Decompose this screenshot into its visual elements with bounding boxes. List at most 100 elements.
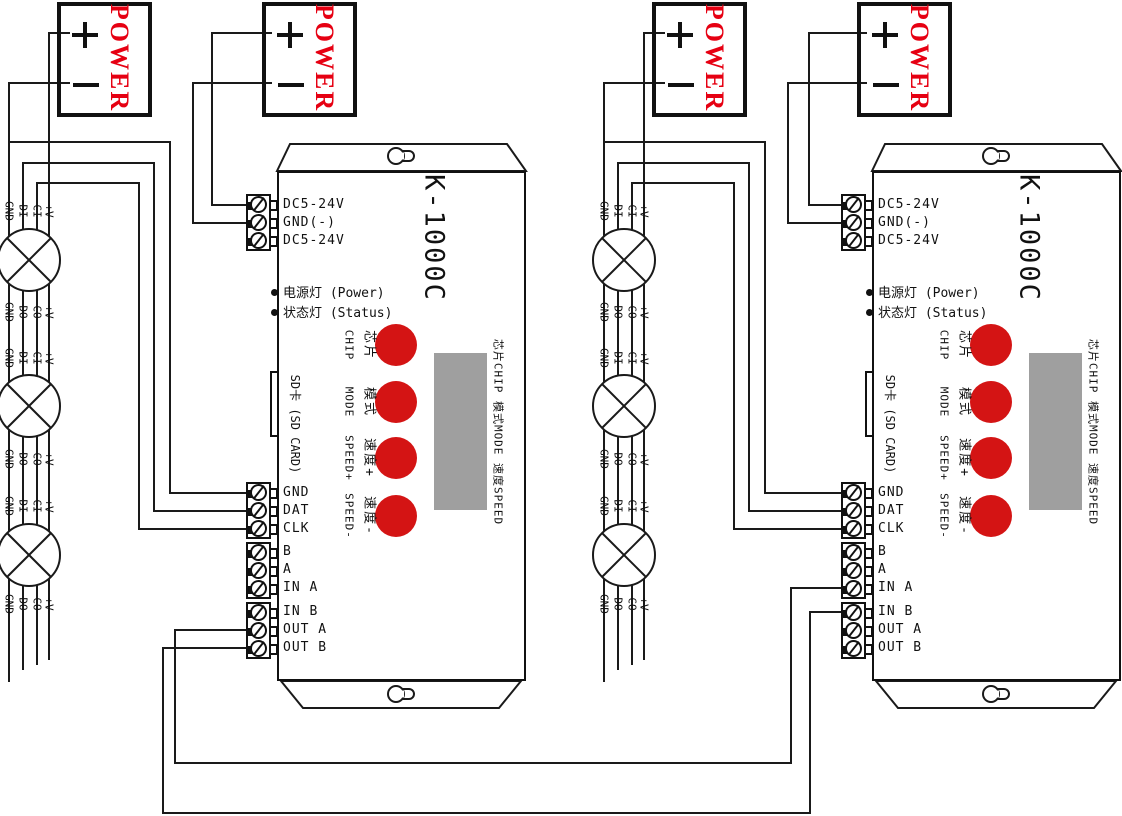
terminal-tab xyxy=(864,626,873,637)
terminal-label: OUT A xyxy=(283,622,328,637)
button-label-en: SPEED+ xyxy=(937,435,951,481)
plus-terminal-icon xyxy=(288,22,292,48)
indicator-label: 状态灯 (Status) xyxy=(283,306,393,321)
status-led-icon xyxy=(271,309,278,316)
terminal-label: IN A xyxy=(878,580,914,595)
wire-ctrl1-outa-to-ctrl2-ina xyxy=(174,587,841,764)
wire-label: CI xyxy=(30,351,44,365)
terminal-tab xyxy=(864,488,873,499)
button-label-cn: 芯片 xyxy=(361,329,377,361)
terminal-label: OUT A xyxy=(878,622,923,637)
screw-terminal-icon xyxy=(845,196,862,213)
terminal-tab xyxy=(269,524,278,535)
screw-terminal-icon xyxy=(250,622,267,639)
wire-label: GND xyxy=(597,496,611,516)
power-supply-3 xyxy=(652,2,747,117)
lcd-display xyxy=(1029,353,1082,510)
wire-label: +V xyxy=(637,452,651,466)
screw-terminal-icon xyxy=(845,214,862,231)
wire-label: CO xyxy=(625,305,639,319)
wire-clamp xyxy=(842,490,847,498)
screw-terminal-icon xyxy=(250,520,267,537)
terminal-label: GND(-) xyxy=(878,215,931,230)
minus-terminal-icon xyxy=(278,83,304,87)
wire-label: CI xyxy=(625,499,639,513)
button-label-cn: 速度+ xyxy=(956,438,972,478)
terminal-label: DAT xyxy=(878,503,905,518)
wire-psu1-minus-to-gnd xyxy=(8,82,70,682)
screw-terminal-icon xyxy=(250,562,267,579)
wire-label: DO xyxy=(611,597,625,611)
wire-label: +V xyxy=(637,204,651,218)
button-label-en: SPEED- xyxy=(342,493,356,539)
wire-ci-to-ctrl1-clk xyxy=(36,182,246,665)
button-label-cn: 模式 xyxy=(956,386,972,418)
screw-terminal-icon xyxy=(845,502,862,519)
terminal-label: IN B xyxy=(283,604,319,619)
power-supply-label: POWER xyxy=(105,3,134,113)
terminal-tab xyxy=(269,218,278,229)
bus-terminal-block xyxy=(246,542,278,599)
terminal-tab xyxy=(864,548,873,559)
wire-label: DI xyxy=(611,351,625,365)
plus-terminal-icon xyxy=(678,22,682,48)
led-module-icon xyxy=(0,374,61,438)
wire-ctrl1-outb-to-ctrl2-inb xyxy=(162,611,841,814)
power-terminal-block xyxy=(841,194,873,251)
terminal-label: DC5-24V xyxy=(878,197,940,212)
wire-psu4-minus-to-ctrl2-gnd xyxy=(787,82,867,224)
wire-label: +V xyxy=(42,351,56,365)
terminal-label: DC5-24V xyxy=(283,197,345,212)
wire-label: CO xyxy=(30,305,44,319)
terminal-label: DC5-24V xyxy=(878,233,940,248)
led-module-icon xyxy=(0,228,61,292)
button-label-en: CHIP xyxy=(342,329,356,361)
wire-label: GND xyxy=(597,348,611,368)
terminal-tab xyxy=(269,626,278,637)
led-module-icon xyxy=(592,523,656,587)
wire-clamp xyxy=(247,550,252,558)
terminal-tab xyxy=(269,236,278,247)
wire-label: GND xyxy=(2,302,16,322)
screw-terminal-icon xyxy=(250,640,267,657)
wire-label: GND xyxy=(2,449,16,469)
keyhole-icon xyxy=(982,147,1010,165)
wire-label: CO xyxy=(30,452,44,466)
wire-label: CO xyxy=(30,597,44,611)
wire-label: +V xyxy=(42,597,56,611)
keyhole-icon xyxy=(387,685,415,703)
wire-label: GND xyxy=(2,201,16,221)
terminal-tab xyxy=(269,548,278,559)
wire-clamp xyxy=(247,220,252,228)
wire-psu2-plus-to-ctrl1-dc xyxy=(211,32,272,206)
terminal-label: GND xyxy=(283,485,310,500)
data-terminal-block xyxy=(246,482,278,539)
wire-label: DI xyxy=(611,204,625,218)
terminal-tab xyxy=(864,200,873,211)
wire-clamp xyxy=(842,586,847,594)
wire-psu4-plus-to-ctrl2-dc xyxy=(808,32,867,206)
wire-label: DI xyxy=(16,499,30,513)
terminal-tab xyxy=(269,644,278,655)
button-label-en: MODE xyxy=(342,386,356,418)
wire-label: GND xyxy=(2,348,16,368)
wire-label: DO xyxy=(16,305,30,319)
led-module-icon xyxy=(592,374,656,438)
power-supply-1 xyxy=(57,2,152,117)
wire-label: +V xyxy=(637,597,651,611)
wire-clamp xyxy=(842,550,847,558)
display-caption: 芯片CHIP 模式MODE 速度SPEED xyxy=(491,338,505,526)
button-label-cn: 速度- xyxy=(956,496,972,536)
wire-clamp xyxy=(842,238,847,246)
power-led-icon xyxy=(271,289,278,296)
wire-psu3-minus-to-gnd xyxy=(603,82,665,682)
button-label-cn: 芯片 xyxy=(956,329,972,361)
led-module-icon xyxy=(592,228,656,292)
terminal-tab xyxy=(864,566,873,577)
wire-clamp xyxy=(842,202,847,210)
wire-gnd-to-ctrl2 xyxy=(604,141,841,494)
terminal-label: CLK xyxy=(283,521,310,536)
wire-label: DO xyxy=(16,452,30,466)
power-supply-2 xyxy=(262,2,357,117)
